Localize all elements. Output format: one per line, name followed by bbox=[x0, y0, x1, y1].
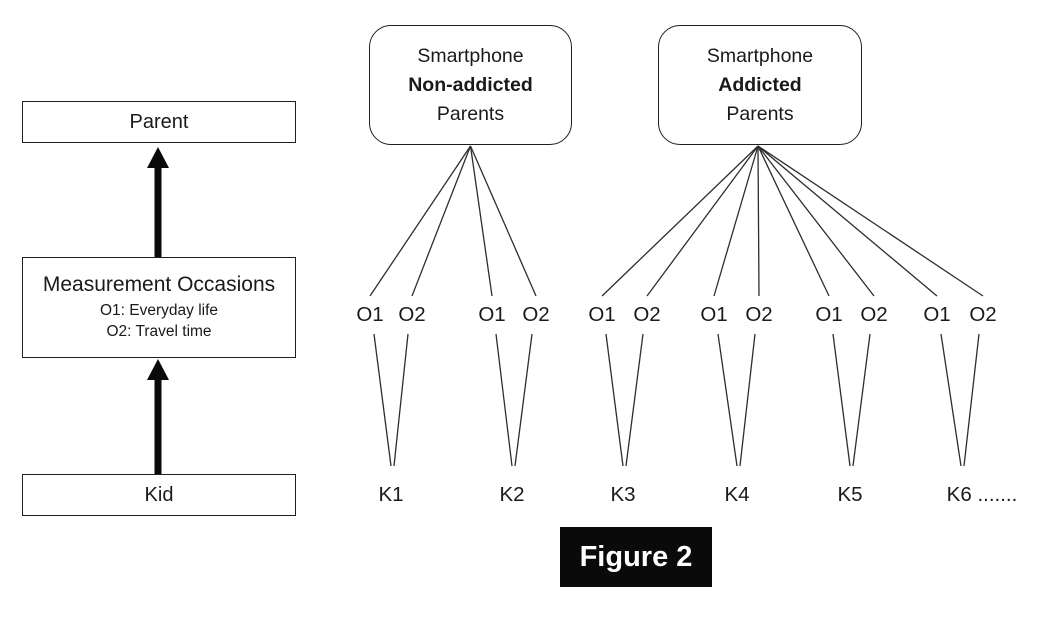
occasion-label-o2: O2 bbox=[398, 303, 426, 326]
group-line-3: Parents bbox=[436, 102, 505, 125]
connector-line bbox=[940, 333, 962, 467]
connector-line bbox=[601, 145, 759, 297]
occasion-label-o2: O2 bbox=[745, 303, 773, 326]
connector-line bbox=[625, 333, 644, 467]
occasion-label-o1: O1 bbox=[700, 303, 728, 326]
connector-line bbox=[832, 333, 851, 467]
group-line-1: Smartphone bbox=[706, 44, 814, 67]
parent-box: Parent bbox=[22, 101, 296, 143]
connector-line bbox=[393, 333, 409, 467]
connector-line bbox=[605, 333, 624, 467]
occasion-label-o2: O2 bbox=[633, 303, 661, 326]
connector-line bbox=[373, 333, 392, 467]
group-line-1: Smartphone bbox=[417, 44, 524, 67]
occasion-label-o1: O1 bbox=[923, 303, 951, 326]
connector-line bbox=[852, 333, 871, 467]
occasion-label-o1: O1 bbox=[588, 303, 616, 326]
occasion-label-o1: O1 bbox=[356, 303, 384, 326]
measurement-occasions-box: Measurement Occasions O1: Everyday life … bbox=[22, 257, 296, 358]
connector-line bbox=[757, 145, 938, 297]
connector-line bbox=[757, 145, 875, 297]
non-addicted-parents-box: Smartphone Non-addicted Parents bbox=[369, 25, 572, 145]
occasion-label-o2: O2 bbox=[522, 303, 550, 326]
group-line-2: Addicted bbox=[718, 73, 802, 96]
figure-caption-badge: Figure 2 bbox=[560, 527, 712, 587]
connector-line bbox=[646, 145, 759, 297]
kid-label: K2 bbox=[499, 483, 525, 506]
kid-label: K3 bbox=[610, 483, 636, 506]
connector-line bbox=[757, 145, 760, 297]
up-arrow-head bbox=[147, 359, 169, 380]
occasion-1-definition: O1: Everyday life bbox=[99, 302, 219, 319]
figure-caption-text: Figure 2 bbox=[579, 540, 693, 573]
occasion-label-o1: O1 bbox=[478, 303, 506, 326]
occasion-2-definition: O2: Travel time bbox=[106, 323, 212, 340]
connector-line bbox=[495, 333, 513, 467]
kid-label: K4 bbox=[724, 483, 750, 506]
connector-line bbox=[369, 145, 472, 297]
connector-line bbox=[469, 145, 493, 297]
connector-line bbox=[963, 333, 980, 467]
kid-box: Kid bbox=[22, 474, 296, 516]
connector-line bbox=[469, 145, 537, 297]
kid-box-label: Kid bbox=[144, 483, 174, 506]
occasion-label-o2: O2 bbox=[969, 303, 997, 326]
kid-label: K1 bbox=[378, 483, 404, 506]
parent-box-label: Parent bbox=[129, 110, 189, 133]
group-line-3: Parents bbox=[726, 102, 794, 125]
connector-line bbox=[757, 145, 830, 297]
connector-line bbox=[717, 333, 738, 467]
connector-line bbox=[514, 333, 533, 467]
measurement-occasions-title: Measurement Occasions bbox=[42, 273, 276, 296]
up-arrow-head bbox=[147, 147, 169, 168]
occasion-label-o1: O1 bbox=[815, 303, 843, 326]
connector-line bbox=[713, 145, 759, 297]
addicted-parents-box: Smartphone Addicted Parents bbox=[658, 25, 862, 145]
connector-line bbox=[739, 333, 756, 467]
group-line-2: Non-addicted bbox=[408, 73, 533, 96]
kid-label: K5 bbox=[837, 483, 863, 506]
occasion-label-o2: O2 bbox=[860, 303, 888, 326]
connector-line bbox=[411, 145, 472, 297]
connector-line bbox=[757, 145, 984, 297]
kid-label: K6 ....... bbox=[946, 483, 1018, 506]
